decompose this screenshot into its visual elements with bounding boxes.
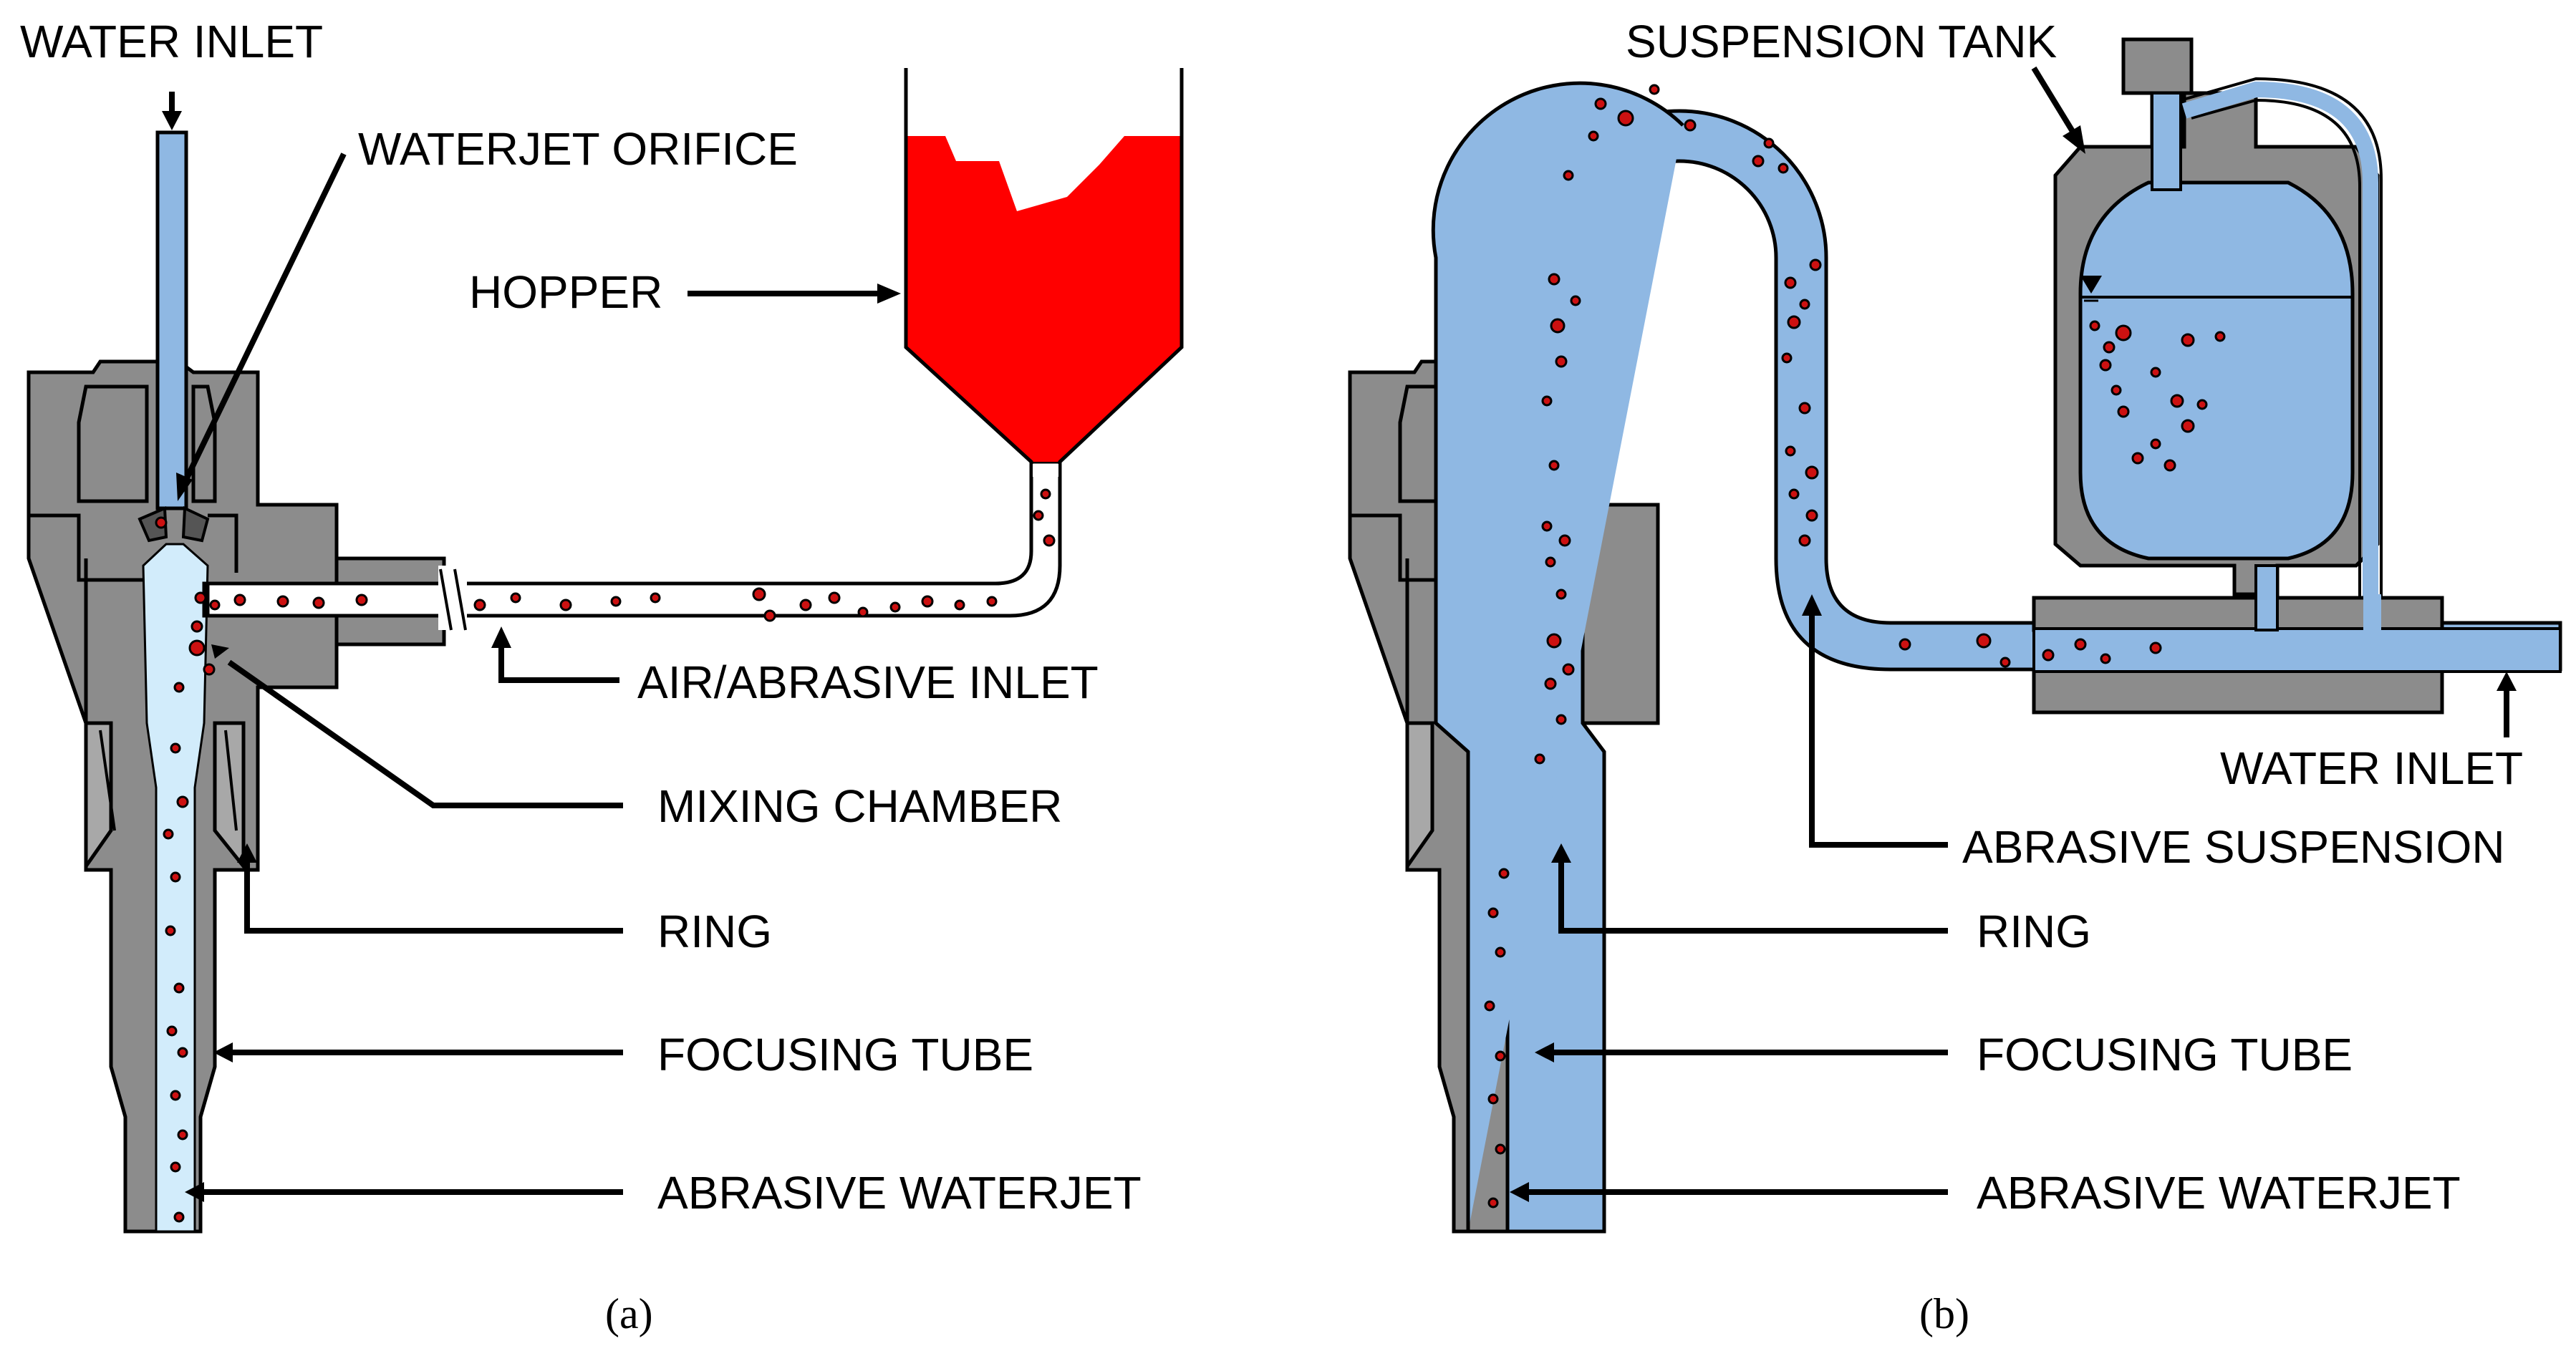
label-ring-a: RING [657, 906, 772, 957]
label-focusing-tube-a: FOCUSING TUBE [657, 1029, 1033, 1080]
tube-break-mark [439, 568, 467, 631]
leaders-a [162, 92, 901, 1202]
label-abrasive-suspension: ABRASIVE SUSPENSION [1962, 821, 2505, 873]
label-abrasive-waterjet-b: ABRASIVE WATERJET [1977, 1167, 2461, 1219]
pipe-fitting-bottom [2032, 667, 2444, 715]
leaders-b [1510, 66, 2517, 1202]
water-level-marker-icon [2080, 276, 2102, 294]
label-suspension-tank: SUSPENSION TANK [1626, 16, 2057, 67]
label-water-inlet-a: WATER INLET [20, 16, 323, 67]
label-water-inlet-b: WATER INLET [2220, 742, 2523, 794]
hopper [906, 136, 1182, 462]
abrasive-waterjet-stream-a [142, 543, 209, 1233]
label-mixing-chamber: MIXING CHAMBER [657, 780, 1062, 832]
abrasive-particles-b [1484, 84, 2226, 1209]
suspension-tank-vessel [2078, 180, 2355, 561]
label-ring-b: RING [1977, 906, 2091, 957]
orifice-holder-cavity-a [77, 384, 149, 503]
caption-b: (b) [1919, 1290, 1969, 1337]
label-waterjet-orifice: WATERJET ORIFICE [358, 123, 798, 175]
label-air-abrasive-inlet: AIR/ABRASIVE INLET [637, 657, 1099, 708]
caption-a: (a) [605, 1290, 653, 1337]
hopper-walls [904, 68, 1184, 473]
label-abrasive-waterjet-a: ABRASIVE WATERJET [657, 1167, 1142, 1219]
tank-pressure-line [2180, 77, 2383, 623]
label-focusing-tube-b: FOCUSING TUBE [1977, 1029, 2353, 1080]
panel-a: WATER INLET WATERJET ORIFICE HOPPER AIR/… [20, 16, 1184, 1337]
abrasive-particles-a [163, 488, 1056, 1223]
waterjet-orifice [138, 505, 210, 543]
water-inlet-pipe-a [155, 130, 188, 510]
label-hopper: HOPPER [469, 266, 662, 318]
panel-b: SUSPENSION TANK WATER INLET ABRASIVE SUS… [1348, 16, 2562, 1337]
